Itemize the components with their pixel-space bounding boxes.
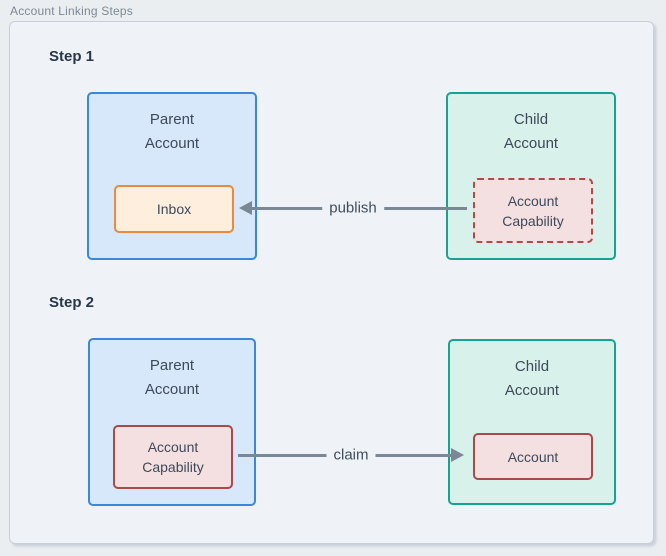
account-box: Account [473, 433, 593, 480]
child-account-title: Child Account [503, 111, 559, 152]
arrowhead-left-icon [239, 201, 252, 215]
diagram-caption: Account Linking Steps [10, 4, 133, 18]
parent-account-title: Parent Account [144, 357, 200, 398]
step1-parent-account-box: Parent Account Inbox [87, 92, 257, 260]
step2-child-account-box: Child Account Account [448, 339, 616, 505]
publish-arrow: publish [239, 199, 467, 217]
arrowhead-right-icon [451, 448, 464, 462]
account-capability-dashed-box: Account Capability [473, 178, 593, 243]
inbox-box: Inbox [114, 185, 234, 233]
step-2-label: Step 2 [49, 294, 95, 311]
diagram-panel: Step 1 Parent Account Inbox Child Accoun… [9, 21, 654, 544]
arrow-label: publish [322, 199, 384, 217]
claim-arrow: claim [238, 446, 464, 464]
parent-account-title: Parent Account [144, 111, 200, 152]
step2-parent-account-box: Parent Account Account Capability [88, 338, 256, 506]
child-account-title: Child Account [504, 358, 560, 399]
arrow-label: claim [326, 446, 376, 464]
account-capability-box: Account Capability [113, 425, 233, 489]
step-1-label: Step 1 [49, 48, 95, 65]
step1-child-account-box: Child Account Account Capability [446, 92, 616, 260]
